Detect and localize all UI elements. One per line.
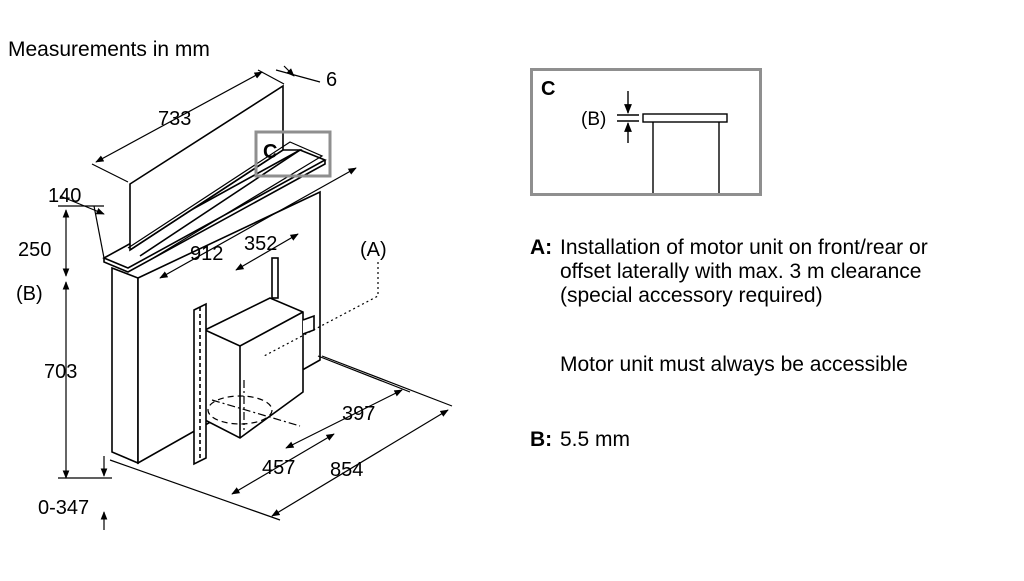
- measurements-heading: Measurements in mm: [8, 38, 210, 61]
- detail-c-callout-label: C: [263, 141, 277, 163]
- legend-a-line-3: (special accessory required): [560, 284, 823, 307]
- dim-397: 397: [342, 403, 375, 425]
- detail-c-label: C: [541, 78, 555, 100]
- legend-a-line-1: Installation of motor unit on front/rear…: [560, 236, 928, 259]
- legend-a: A: Installation of motor unit on front/r…: [530, 236, 928, 308]
- dim-733: 733: [158, 108, 191, 130]
- dim-140: 140: [48, 185, 81, 207]
- detail-c-callout: [254, 130, 332, 178]
- legend-b-key: B:: [530, 428, 553, 451]
- dim-250: 250: [18, 239, 51, 261]
- detail-c-panel: C (B): [530, 68, 762, 196]
- legend-a-line-2: offset laterally with max. 3 m clearance: [560, 260, 922, 283]
- dim-b: (B): [16, 283, 43, 305]
- motor-unit: [204, 257, 315, 439]
- dim-352: 352: [244, 233, 277, 255]
- dim-703: 703: [44, 361, 77, 383]
- detail-c-drawing: C (B): [541, 78, 728, 193]
- dim-457: 457: [262, 457, 295, 479]
- dimension-lines: [58, 65, 453, 530]
- legend-note: Motor unit must always be accessible: [560, 353, 908, 376]
- detail-b-label: (B): [581, 109, 606, 130]
- duct-pipe: [193, 302, 207, 466]
- dim-6: 6: [326, 69, 337, 91]
- legend-a-text: Installation of motor unit on front/rear…: [560, 236, 928, 308]
- dim-854: 854: [330, 459, 363, 481]
- legend-b: B: 5.5 mm: [530, 428, 630, 452]
- dim-a: (A): [360, 239, 387, 261]
- dim-0-347: 0-347: [38, 497, 89, 519]
- legend-b-value: 5.5 mm: [560, 428, 631, 451]
- dim-912: 912: [190, 243, 223, 265]
- legend-a-key: A:: [530, 236, 553, 259]
